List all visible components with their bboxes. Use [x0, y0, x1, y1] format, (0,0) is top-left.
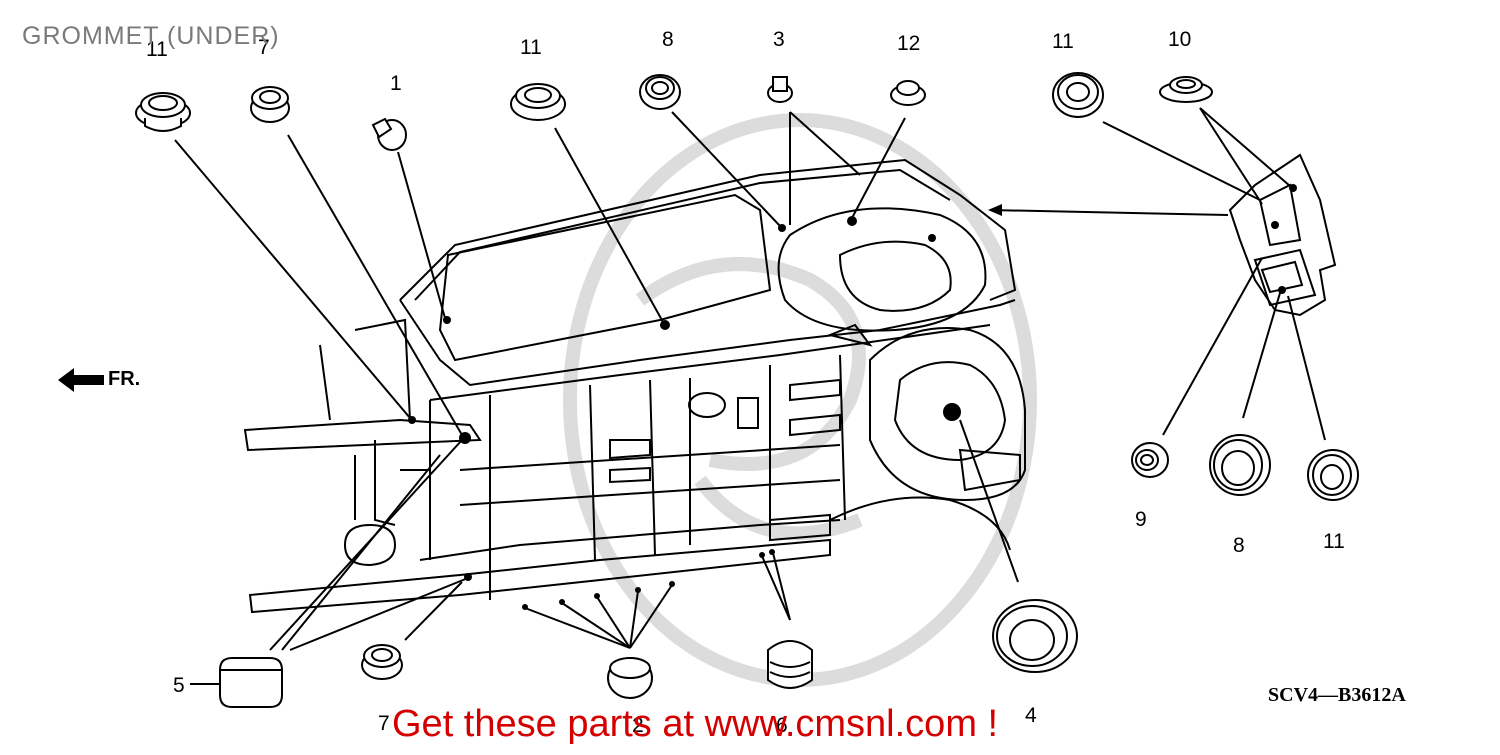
- clip-1: [371, 117, 407, 151]
- callout-11: 8: [1233, 534, 1245, 557]
- callout-17: 4: [1025, 704, 1037, 727]
- grommet-11-topright: [1052, 72, 1104, 118]
- callout-12: 11: [1323, 530, 1345, 553]
- arrow-head: [988, 204, 1002, 216]
- callout-10: 9: [1135, 508, 1147, 531]
- diagram-code: SCV4—B3612A: [1268, 684, 1406, 706]
- grommet-8-right: [1209, 434, 1271, 496]
- grommet-7-top: [250, 86, 290, 123]
- grommet-8-top: [639, 74, 681, 110]
- grommet-parts: [135, 72, 1359, 708]
- grommet-7-bottom: [361, 644, 403, 680]
- callout-labels: 11 7 1 11 8 3 12 11 10 9 8 11 5 7 2 6 4: [146, 28, 1345, 737]
- grommet-11-topcenter: [510, 83, 566, 121]
- promo-link[interactable]: Get these parts at www.cmsnl.com !: [392, 703, 999, 745]
- grommet-11-topleft: [135, 92, 191, 132]
- callout-5: 8: [662, 28, 674, 51]
- front-arrow-icon: [58, 368, 104, 392]
- grommet-11-right: [1307, 449, 1359, 501]
- diagram-title: GROMMET (UNDER): [22, 22, 280, 50]
- plug-6: [767, 640, 813, 689]
- direction-label: FR.: [108, 368, 141, 390]
- callout-15: 2: [632, 714, 644, 737]
- callout-13: 5: [173, 674, 185, 697]
- grommet-9: [1131, 442, 1169, 478]
- callout-3: 1: [390, 72, 402, 95]
- grommet-4: [992, 599, 1078, 673]
- plug-3: [767, 76, 793, 103]
- callout-16: 6: [776, 714, 788, 737]
- callout-4: 11: [520, 36, 542, 59]
- cap-2: [607, 657, 653, 699]
- plug-5: [219, 657, 283, 708]
- callout-7: 12: [897, 32, 920, 55]
- callout-14: 7: [378, 712, 390, 735]
- grommet-12: [890, 80, 926, 106]
- car-body: [243, 153, 1337, 614]
- callout-8: 11: [1052, 30, 1074, 53]
- callout-2: 7: [258, 36, 270, 59]
- callout-6: 3: [773, 28, 785, 51]
- callout-1: 11: [146, 38, 168, 61]
- callout-9: 10: [1168, 28, 1191, 51]
- leader-lines: [174, 107, 1326, 685]
- grommet-10: [1159, 76, 1213, 103]
